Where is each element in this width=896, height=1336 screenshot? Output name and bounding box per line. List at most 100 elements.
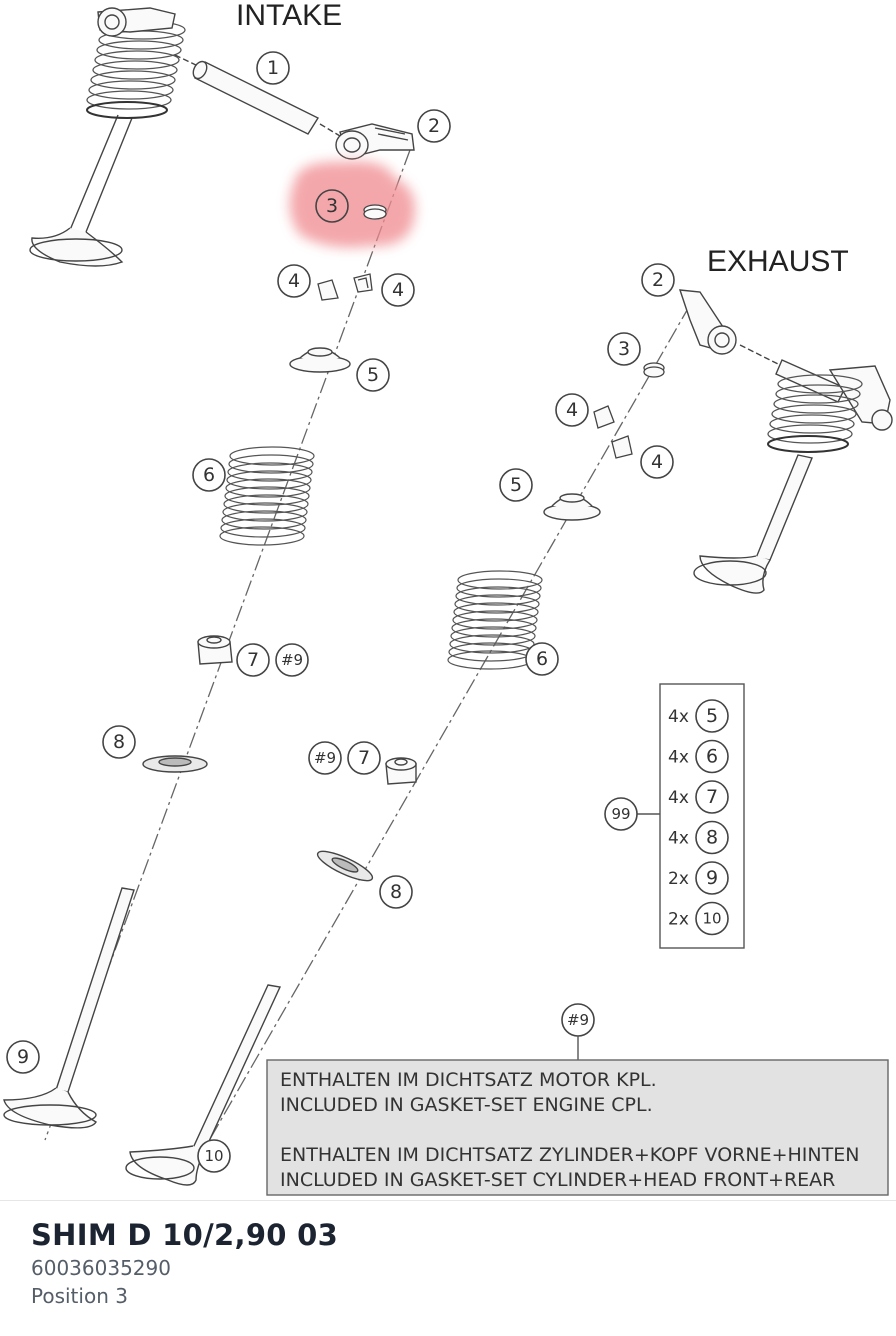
kit-row-item: 9 bbox=[706, 867, 718, 889]
svg-text:#9: #9 bbox=[314, 749, 336, 767]
intake-valve-keepers bbox=[317, 273, 373, 301]
svg-text:2: 2 bbox=[652, 269, 664, 291]
callout-note-9: #9 bbox=[567, 1011, 589, 1029]
callout-exhaust-8: 8 bbox=[379, 875, 413, 909]
svg-text:2: 2 bbox=[428, 115, 440, 137]
selected-part-highlight bbox=[289, 161, 416, 248]
exhaust-valve-upper bbox=[693, 454, 813, 594]
svg-text:6: 6 bbox=[536, 648, 548, 670]
intake-valve bbox=[3, 887, 135, 1129]
svg-text:1: 1 bbox=[267, 57, 279, 79]
kit-row-qty: 4x bbox=[668, 829, 689, 849]
svg-text:10: 10 bbox=[204, 1147, 223, 1165]
exhaust-heading: EXHAUST bbox=[707, 245, 849, 278]
kit-row-item: 6 bbox=[706, 746, 718, 768]
callout-exhaust-7: 7 bbox=[347, 741, 381, 775]
callout-intake-9a: #9 bbox=[275, 643, 309, 677]
intake-rocker-arm-upper bbox=[97, 7, 176, 37]
svg-text:7: 7 bbox=[358, 747, 370, 769]
part-title: SHIM D 10/2,90 03 bbox=[31, 1218, 339, 1252]
callout-intake-7: 7 bbox=[236, 643, 270, 677]
kit-row-callout bbox=[695, 699, 729, 733]
exhaust-valve-keepers bbox=[593, 405, 633, 459]
kit-row-item: 7 bbox=[706, 786, 718, 808]
callout-intake-1: 1 bbox=[256, 51, 290, 85]
svg-text:8: 8 bbox=[113, 731, 125, 753]
svg-text:7: 7 bbox=[247, 649, 259, 671]
callout-exhaust-4b: 4 bbox=[640, 445, 674, 479]
kit-row-item: 5 bbox=[706, 705, 718, 727]
callout-intake-6: 6 bbox=[192, 458, 226, 492]
note-line-en-1: INCLUDED IN GASKET-SET ENGINE CPL. bbox=[280, 1094, 653, 1116]
kit-row-callout bbox=[695, 739, 729, 774]
callout-intake-8: 8 bbox=[102, 725, 136, 759]
svg-text:4: 4 bbox=[392, 279, 404, 301]
intake-spring-retainer bbox=[289, 347, 351, 373]
callouts: 1 2 3 4 4 5 6 7 #9 8 9 10 2 3 4 4 5 6 #9… bbox=[6, 51, 675, 1173]
svg-text:3: 3 bbox=[618, 338, 630, 360]
intake-spring-seat bbox=[142, 755, 208, 773]
callout-intake-4b: 4 bbox=[381, 273, 415, 307]
svg-text:5: 5 bbox=[367, 364, 379, 386]
intake-valve-stem-seal bbox=[197, 635, 233, 665]
gasket-set-note: #9 ENTHALTEN IM DICHTSATZ MOTOR KPL. INC… bbox=[266, 1003, 889, 1196]
exhaust-axis-line bbox=[194, 304, 691, 1166]
kit-row-callout bbox=[695, 820, 729, 855]
rocker-shaft bbox=[174, 54, 341, 137]
callout-kit-99: 99 bbox=[611, 805, 630, 823]
svg-text:5: 5 bbox=[510, 474, 522, 496]
part-info-panel bbox=[0, 1200, 896, 1336]
kit-row-qty: 2x bbox=[668, 910, 689, 930]
intake-valve-upper bbox=[29, 114, 133, 267]
kit-row: 4x 6 bbox=[668, 739, 729, 774]
callout-exhaust-4a: 4 bbox=[555, 393, 589, 427]
exhaust-valve bbox=[125, 984, 282, 1186]
intake-spring-upper bbox=[86, 20, 186, 119]
callout-intake-9: 9 bbox=[6, 1040, 40, 1074]
callout-exhaust-6: 6 bbox=[525, 642, 559, 676]
note-line-de-2: ENTHALTEN IM DICHTSATZ ZYLINDER+KOPF VOR… bbox=[280, 1144, 859, 1166]
part-position: Position 3 bbox=[31, 1284, 128, 1308]
intake-rocker-arm bbox=[335, 123, 415, 160]
kit-row-callout bbox=[695, 901, 729, 936]
svg-text:4: 4 bbox=[288, 270, 300, 292]
callout-intake-2: 2 bbox=[417, 109, 451, 143]
note-line-de-1: ENTHALTEN IM DICHTSATZ MOTOR KPL. bbox=[280, 1069, 657, 1091]
exhaust-valve-stem-seal bbox=[385, 757, 417, 785]
callout-intake-4a: 4 bbox=[277, 264, 311, 298]
callout-exhaust-5: 5 bbox=[499, 468, 533, 502]
svg-text:8: 8 bbox=[390, 881, 402, 903]
exhaust-rocker-shaft bbox=[775, 359, 893, 431]
intake-valve-spring bbox=[219, 446, 315, 546]
intake-shim bbox=[363, 204, 387, 220]
callout-exhaust-3: 3 bbox=[607, 332, 641, 366]
svg-text:3: 3 bbox=[326, 195, 338, 217]
kit-row-callout bbox=[695, 780, 729, 814]
callout-intake-5: 5 bbox=[356, 358, 390, 392]
kit-row: 4x 8 bbox=[668, 820, 729, 855]
svg-text:6: 6 bbox=[203, 464, 215, 486]
kit-row-qty: 4x bbox=[668, 788, 689, 808]
callout-intake-3: 3 bbox=[315, 189, 349, 223]
svg-text:#9: #9 bbox=[281, 651, 303, 669]
kit-row-callout bbox=[695, 861, 729, 895]
exhaust-shim bbox=[643, 362, 665, 378]
kit-row-item: 8 bbox=[706, 827, 718, 849]
exploded-parts-diagram: INTAKE EXHAUST bbox=[3, 0, 893, 1196]
callout-exhaust-2: 2 bbox=[641, 263, 675, 297]
intake-heading: INTAKE bbox=[236, 0, 342, 32]
svg-text:9: 9 bbox=[17, 1046, 29, 1068]
kit-row-item: 10 bbox=[702, 910, 721, 928]
svg-text:4: 4 bbox=[651, 451, 663, 473]
kit-row-qty: 4x bbox=[668, 748, 689, 768]
svg-text:4: 4 bbox=[566, 399, 578, 421]
callout-exhaust-9a: #9 bbox=[308, 741, 342, 775]
callout-exhaust-10: 10 bbox=[197, 1139, 231, 1173]
kit-row: 2x 10 bbox=[668, 901, 729, 936]
exhaust-rocker-arm bbox=[678, 289, 781, 366]
kit-row: 4x 7 bbox=[668, 780, 729, 814]
note-line-en-2: INCLUDED IN GASKET-SET CYLINDER+HEAD FRO… bbox=[280, 1169, 835, 1191]
